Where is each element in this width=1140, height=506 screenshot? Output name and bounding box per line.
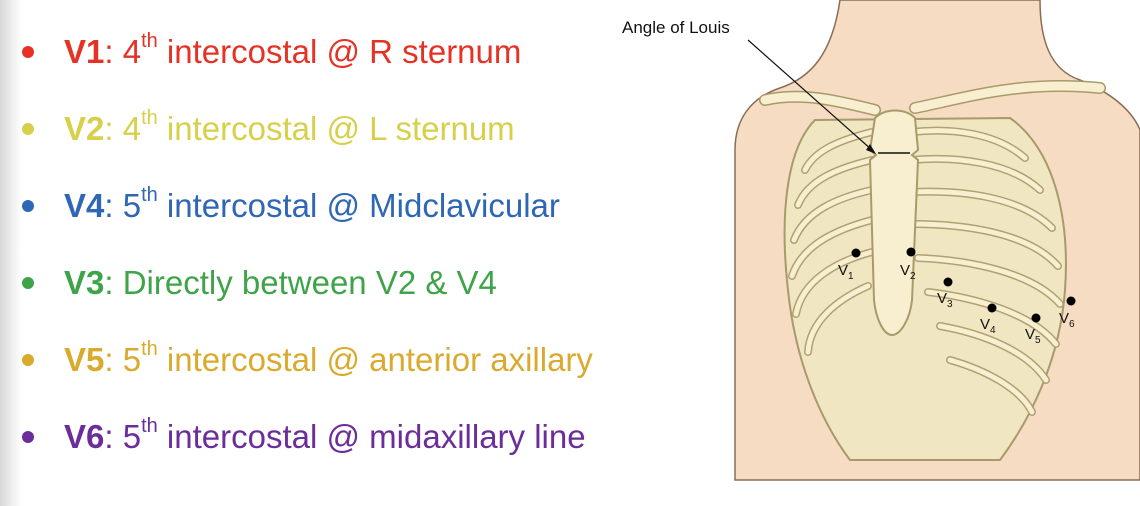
intercostal-number: 5 <box>122 418 142 455</box>
lead-description: V5: 5th intercostal @ anterior axillary <box>64 336 593 384</box>
lead-label-v4: V4 <box>980 316 996 336</box>
lead-item-v3: V3: Directly between V2 & V4 <box>22 259 593 336</box>
bullet-icon <box>22 277 34 289</box>
lead-code: V1 <box>64 33 105 70</box>
intercostal-number: 4 <box>122 110 142 147</box>
lead-location: intercostal @ R sternum <box>157 33 522 70</box>
lead-item-v5: V5: 5th intercostal @ anterior axillary <box>22 336 593 413</box>
lead-item-v4: V4: 5th intercostal @ Midclavicular <box>22 182 593 259</box>
lead-item-v6: V6: 5th intercostal @ midaxillary line <box>22 413 593 490</box>
electrode-v6 <box>1066 296 1076 306</box>
intercostal-number: 4 <box>122 33 142 70</box>
electrode-dots <box>851 247 1076 323</box>
lead-separator: : <box>104 264 123 301</box>
ordinal-suffix: th <box>141 338 158 360</box>
slide-edge-shadow <box>0 0 22 506</box>
lead-location: intercostal @ Midclavicular <box>157 187 560 224</box>
lead-item-v1: V1: 4th intercostal @ R sternum <box>22 28 593 105</box>
intercostal-number: 5 <box>122 341 142 378</box>
callout-arrow <box>747 39 873 151</box>
lead-location: Directly between V2 & V4 <box>122 264 497 301</box>
intercostal-number: 5 <box>122 187 142 224</box>
lead-description: V6: 5th intercostal @ midaxillary line <box>64 413 586 461</box>
chest-diagram: Angle of Louis V1 V2 V3 V4 V5 V6 <box>600 0 1140 506</box>
lead-label-v6: V6 <box>1059 310 1075 330</box>
angle-of-louis-label: Angle of Louis <box>622 18 730 37</box>
lead-code: V5 <box>64 341 105 378</box>
lead-separator: : <box>104 418 123 455</box>
bullet-icon <box>22 123 34 135</box>
lead-label-v5: V5 <box>1025 326 1041 346</box>
lead-label-v3: V3 <box>937 290 953 310</box>
lead-description: V3: Directly between V2 & V4 <box>64 259 497 307</box>
lead-location: intercostal @ L sternum <box>157 110 515 147</box>
chest-illustration <box>734 0 1140 481</box>
lead-code: V2 <box>64 110 105 147</box>
electrode-v5 <box>1031 313 1041 323</box>
lead-location: intercostal @ midaxillary line <box>157 418 586 455</box>
left-clavicle-fill <box>760 92 880 115</box>
lead-code: V4 <box>64 187 105 224</box>
lead-separator: : <box>104 33 123 70</box>
electrode-v2 <box>906 247 916 257</box>
electrode-v1 <box>851 248 861 258</box>
electrode-v3 <box>943 277 953 287</box>
lead-description: V1: 4th intercostal @ R sternum <box>64 28 521 76</box>
lead-description: V4: 5th intercostal @ Midclavicular <box>64 182 560 230</box>
rib-cage <box>783 116 1067 461</box>
ribs-fill <box>789 128 1063 415</box>
lead-code: V6 <box>64 418 105 455</box>
lead-separator: : <box>104 110 123 147</box>
bullet-icon <box>22 46 34 58</box>
bullet-icon <box>22 200 34 212</box>
lead-location: intercostal @ anterior axillary <box>157 341 593 378</box>
electrode-v4 <box>987 303 997 313</box>
ordinal-suffix: th <box>141 30 158 52</box>
lead-label-v1: V1 <box>838 262 854 282</box>
right-clavicle-fill <box>910 81 1105 113</box>
lead-item-v2: V2: 4th intercostal @ L sternum <box>22 105 593 182</box>
lead-separator: : <box>104 187 123 224</box>
callout-arrowhead <box>866 144 876 154</box>
ordinal-suffix: th <box>141 107 158 129</box>
ordinal-suffix: th <box>141 184 158 206</box>
sternum <box>868 109 920 337</box>
lead-label-v2: V2 <box>900 262 916 282</box>
bullet-icon <box>22 354 34 366</box>
lead-separator: : <box>104 341 123 378</box>
lead-code: V3 <box>64 264 105 301</box>
lead-description: V2: 4th intercostal @ L sternum <box>64 105 515 153</box>
bullet-icon <box>22 431 34 443</box>
ordinal-suffix: th <box>141 415 158 437</box>
